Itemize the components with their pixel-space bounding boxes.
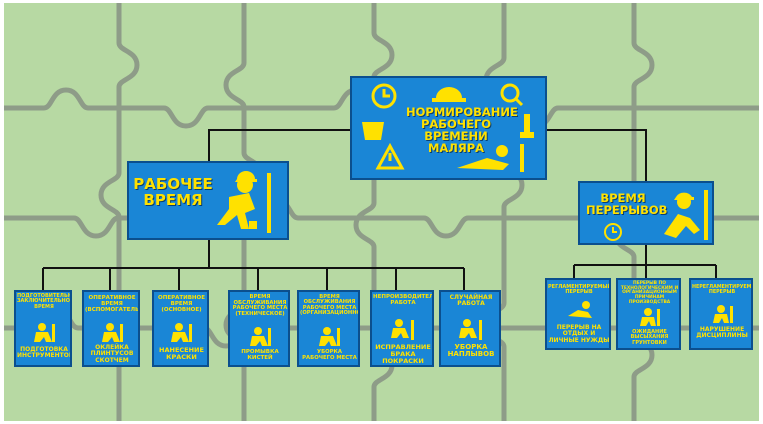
break-item-node: НЕРЕГЛАМЕНТИРУЕМЫЙ ПЕРЕРЫВ НАРУШЕНИЕ ДИС… (689, 278, 753, 350)
hard-hat-icon (432, 87, 466, 102)
work-item-title: ОПЕРАТИВНОЕ ВРЕМЯ (ОСНОВНОЕ) (158, 295, 205, 313)
root-title: НОРМИРОВАНИЕ РАБОЧЕГО ВРЕМЕНИ МАЛЯРА (406, 105, 518, 156)
work-item-label: ИСПРАВЛЕНИЕ БРАКА ПОКРАСКИ (375, 343, 431, 365)
clock-icon (604, 223, 622, 241)
breaks-node: ВРЕМЯ ПЕРЕРЫВОВ (578, 181, 714, 245)
break-item-title: НЕРЕГЛАМЕНТИРУЕМЫЙ ПЕРЕРЫВ (692, 285, 752, 296)
work-item-label: ПРОМЫВКА КИСТЕЙ (241, 349, 279, 361)
worker-icon (102, 323, 123, 342)
break-item-label: НАРУШЕНИЕ ДИСЦИПЛИНЫ (696, 326, 748, 340)
worker-icon (459, 319, 482, 340)
work-item-label: УБОРКА НАПЛЫВОВ (447, 343, 495, 359)
resting-worker-icon (457, 144, 524, 172)
work-item-node: ВРЕМЯ ОБСЛУЖИВАНИЯ РАБОЧЕГО МЕСТА (ТЕХНИ… (228, 290, 290, 367)
brush-icon (520, 114, 534, 138)
work-item-title: ВРЕМЯ ОБСЛУЖИВАНИЯ РАБОЧЕГО МЕСТА (ТЕХНИ… (232, 294, 288, 317)
work-item-title: СЛУЧАЙНАЯ РАБОТА (449, 294, 493, 308)
work-item-label: ПОДГОТОВКА ИНСТРУМЕНТОВ (17, 346, 72, 360)
work-item-node: ОПЕРАТИВНОЕ ВРЕМЯ (ОСНОВНОЕ) НАНЕСЕНИЕ К… (152, 290, 209, 367)
work-item-title: ПОДГОТОВИТЕЛЬНО-ЗАКЛЮЧИТЕЛЬНОЕ ВРЕМЯ (17, 293, 72, 310)
worker-icon (250, 327, 271, 346)
worker-icon (171, 323, 192, 342)
root-icons (362, 83, 534, 172)
breaks-title: ВРЕМЯ ПЕРЕРЫВОВ (586, 191, 668, 218)
clock-icon (371, 83, 397, 109)
work-item-label: НАНЕСЕНИЕ КРАСКИ (159, 346, 204, 361)
work-item-node: СЛУЧАЙНАЯ РАБОТА УБОРКА НАПЛЫВОВ (439, 290, 501, 367)
painter-worker-icon (217, 171, 271, 233)
connector-lines (42, 129, 717, 290)
resting-worker-icon (568, 301, 592, 318)
work-item-label: ОКЛЕЙКА ПЛИНТУСОВ СКОТЧЕМ (90, 344, 134, 364)
break-item-node: ПЕРЕРЫВ ПО ТЕХНОЛОГИЧЕСКИМ И ОРГАНИЗАЦИО… (616, 278, 681, 350)
work-item-title: ВРЕМЯ ОБСЛУЖИВАНИЯ РАБОЧЕГО МЕСТА (ОРГАН… (300, 294, 358, 317)
worker-icon (319, 327, 340, 346)
worker-icon (391, 319, 414, 340)
puzzle-background: НОРМИРОВАНИЕ РАБОЧЕГО ВРЕМЕНИ МАЛЯРА РАБ… (4, 3, 759, 421)
resting-worker-icon (664, 190, 708, 240)
worker-icon (713, 305, 733, 323)
break-item-label: ПЕРЕРЫВ НА ОТДЫХ И ЛИЧНЫЕ НУЖДЫ (548, 324, 610, 344)
break-item-label: ОЖИДАНИЕ ВЫСЫХАНИЯ ГРУНТОВКИ (630, 329, 669, 346)
work-item-node: НЕПРОИЗВОДИТЕЛЬНАЯ РАБОТА ИСПРАВЛЕНИЕ БР… (370, 290, 434, 367)
break-item-title: РЕГЛАМЕНТИРУЕМЫЙ ПЕРЕРЫВ (548, 284, 611, 296)
magnifier-icon (500, 83, 524, 107)
work-time-title: РАБОЧЕЕ ВРЕМЯ (133, 175, 213, 209)
bucket-icon (362, 122, 384, 140)
work-item-title: НЕПРОИЗВОДИТЕЛЬНАЯ РАБОТА (373, 294, 434, 306)
work-item-title: ОПЕРАТИВНОЕ ВРЕМЯ (ВСПОМОГАТЕЛЬНОЕ) (85, 295, 140, 313)
work-time-node: РАБОЧЕЕ ВРЕМЯ (127, 161, 289, 240)
worker-icon (34, 323, 55, 342)
warning-icon (375, 142, 405, 170)
worker-icon (640, 308, 660, 326)
work-item-node: ПОДГОТОВИТЕЛЬНО-ЗАКЛЮЧИТЕЛЬНОЕ ВРЕМЯ ПОД… (14, 290, 72, 367)
work-item-label: УБОРКА РАБОЧЕГО МЕСТА (302, 349, 357, 361)
work-item-node: ВРЕМЯ ОБСЛУЖИВАНИЯ РАБОЧЕГО МЕСТА (ОРГАН… (297, 290, 360, 367)
break-item-title: ПЕРЕРЫВ ПО ТЕХНОЛОГИЧЕСКИМ И ОРГАНИЗАЦИО… (620, 281, 679, 305)
root-node: НОРМИРОВАНИЕ РАБОЧЕГО ВРЕМЕНИ МАЛЯРА (350, 76, 547, 180)
break-item-node: РЕГЛАМЕНТИРУЕМЫЙ ПЕРЕРЫВ ПЕРЕРЫВ НА ОТДЫ… (545, 278, 611, 350)
work-item-node: ОПЕРАТИВНОЕ ВРЕМЯ (ВСПОМОГАТЕЛЬНОЕ) ОКЛЕ… (82, 290, 140, 367)
